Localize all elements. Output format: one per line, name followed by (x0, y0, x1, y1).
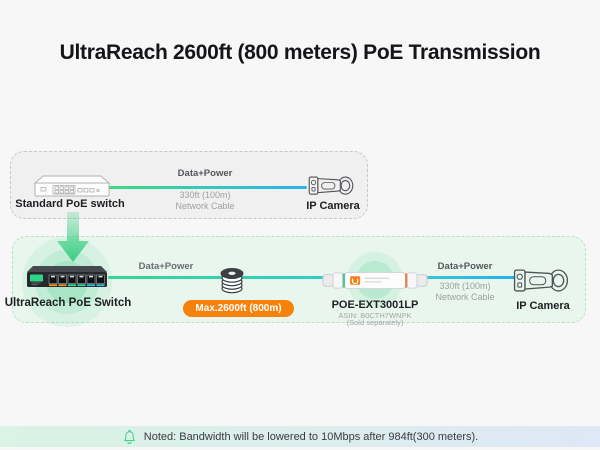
standard-switch-icon (33, 175, 111, 197)
cable-power-label: Data+Power (177, 168, 233, 179)
cable-ultra-right (427, 276, 517, 279)
page-title: UltraReach 2600ft (800 meters) PoE Trans… (59, 41, 541, 64)
footer-note-bar: Noted: Bandwidth will be lowered to 10Mb… (0, 426, 600, 447)
poe-extender-model: POE-EXT3001LP (331, 299, 419, 311)
cable-power-label: Data+Power (138, 261, 194, 272)
cable-type-label: Network Cable (435, 291, 495, 302)
cable-info: 330ft (100m) Network Cable (145, 190, 265, 211)
poe-extender-icon (322, 271, 428, 290)
cable-power-label: Data+Power (437, 261, 493, 272)
ip-camera-label: IP Camera (516, 300, 570, 312)
ip-camera-icon (308, 176, 354, 195)
cable-coil-icon (220, 268, 244, 294)
footer-note-text: Noted: Bandwidth will be lowered to 10Mb… (143, 430, 479, 443)
cable-length-label: 330ft (100m) (179, 190, 231, 200)
ip-camera-icon (513, 269, 569, 292)
ip-camera-label: IP Camera (306, 200, 360, 212)
cable-type-label: Network Cable (175, 200, 235, 211)
cable-ultra-left (108, 276, 323, 279)
ultrareach-switch-label: UltraReach PoE Switch (4, 297, 132, 309)
down-arrow-icon (57, 212, 89, 262)
bell-icon (123, 429, 135, 444)
cable-length-label: 330ft (100m) (439, 281, 491, 291)
poe-extender-availability: (Sold separately) (346, 318, 404, 327)
poe-extender-asin: ASIN: B0CTH7WNPK (338, 311, 412, 320)
cable-info: 330ft (100m) Network Cable (407, 281, 523, 302)
cable-standard (104, 186, 307, 189)
ultrareach-poe-section (12, 236, 586, 323)
ultrareach-switch-icon (27, 266, 107, 287)
standard-switch-label: Standard PoE switch (15, 198, 125, 210)
max-distance-badge: Max.2600ft (800m) (183, 300, 294, 317)
